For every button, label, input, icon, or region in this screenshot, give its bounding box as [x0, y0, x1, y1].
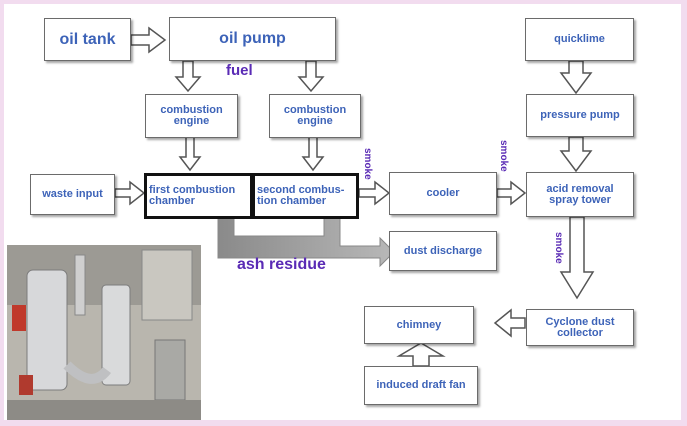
- arrow-cyclone-to-chimney: [493, 308, 526, 338]
- arrow-pump-to-engine2: [297, 60, 325, 93]
- combustion-engine-2-label: combustion engine: [283, 104, 347, 127]
- waste-input-box: waste input: [30, 174, 115, 215]
- cyclone-dust-collector-box: Cyclone dust collector: [526, 309, 634, 346]
- dust-discharge-box: dust discharge: [389, 231, 497, 271]
- arrow-quicklime-to-pump: [559, 60, 593, 95]
- smoke-label-3: smoke: [553, 232, 564, 264]
- pressure-pump-box: pressure pump: [526, 94, 634, 137]
- ash-channel: [217, 217, 395, 268]
- combustion-engine-1-box: combustion engine: [145, 94, 238, 138]
- oil-tank-box: oil tank: [44, 18, 131, 61]
- cyclone-label: Cyclone dust collector: [545, 315, 615, 339]
- pressure-pump-label: pressure pump: [540, 109, 620, 121]
- arrow-chamber-to-cooler: [358, 180, 391, 206]
- acid-tower-label: acid removal spray tower: [546, 182, 614, 206]
- smoke-label-1: smoke: [362, 148, 373, 180]
- arrow-fan-to-chimney: [396, 342, 446, 367]
- dust-discharge-label: dust discharge: [403, 244, 483, 257]
- arrow-waste-to-chamber: [114, 180, 146, 206]
- arrow-pump-to-tower: [559, 136, 593, 173]
- oil-pump-box: oil pump: [169, 17, 336, 61]
- draft-fan-label: induced draft fan: [376, 379, 466, 391]
- arrow-tower-to-cyclone: [559, 216, 595, 300]
- acid-removal-spray-tower-box: acid removal spray tower: [526, 172, 634, 217]
- chimney-label: chimney: [396, 318, 442, 331]
- arrow-cooler-to-tower: [496, 180, 527, 206]
- ash-residue-label: ash residue: [237, 256, 326, 273]
- second-combustion-chamber-box: second combus- tion chamber: [252, 173, 359, 219]
- arrow-oiltank-to-pump: [130, 26, 167, 54]
- arrow-engine1-to-chamber: [178, 136, 202, 172]
- arrow-engine2-to-chamber: [301, 136, 325, 172]
- waste-input-label: waste input: [42, 188, 103, 200]
- second-chamber-label: second combus- tion chamber: [257, 184, 345, 207]
- equipment-photo: [7, 245, 201, 420]
- oil-pump-label: oil pump: [219, 30, 286, 47]
- smoke-label-2: smoke: [498, 140, 509, 172]
- combustion-engine-2-box: combustion engine: [269, 94, 361, 138]
- chimney-box: chimney: [364, 306, 474, 344]
- combustion-engine-1-label: combustion engine: [160, 104, 223, 127]
- induced-draft-fan-box: induced draft fan: [364, 366, 478, 405]
- cooler-label: cooler: [426, 187, 460, 199]
- quicklime-box: quicklime: [525, 18, 634, 61]
- cooler-box: cooler: [389, 172, 497, 215]
- first-chamber-label: first combustion chamber: [149, 184, 236, 207]
- quicklime-label: quicklime: [554, 33, 605, 45]
- first-combustion-chamber-box: first combustion chamber: [144, 173, 253, 219]
- fuel-label: fuel: [226, 62, 253, 79]
- oil-tank-label: oil tank: [59, 30, 116, 48]
- arrow-pump-to-engine1: [174, 60, 202, 93]
